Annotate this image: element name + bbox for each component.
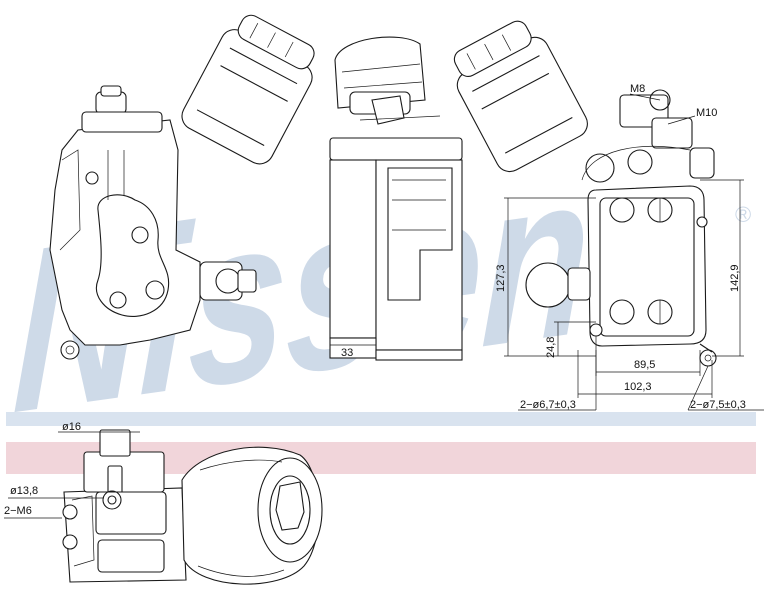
- view-side-center: 33: [329, 36, 463, 361]
- view-bottom: ø16 ø13,8 2−M6: [4, 421, 323, 585]
- dim-thread-m10: M10: [696, 107, 717, 119]
- dim-24-8: 24,8: [545, 337, 557, 358]
- dim-hole-small: 2−ø6,7±0,3: [520, 399, 576, 411]
- view-front-left: [49, 14, 315, 360]
- dim-102-3: 102,3: [624, 381, 652, 393]
- watermark-registered-symbol: ®: [735, 202, 751, 227]
- dim-127-3: 127,3: [495, 264, 507, 292]
- blue-band: [6, 412, 756, 426]
- dim-dia-13-8: ø13,8: [10, 485, 38, 497]
- dim-142-9: 142,9: [729, 264, 741, 292]
- dim-33: 33: [341, 347, 353, 359]
- dim-hole-large: 2−ø7,5±0,3: [690, 399, 746, 411]
- dim-dia-16: ø16: [62, 421, 81, 433]
- dim-thread-m8: M8: [630, 83, 645, 95]
- dim-89-5: 89,5: [634, 359, 655, 371]
- dim-thread-2m6: 2−M6: [4, 505, 32, 517]
- view-back-right: 127,3 24,8 142,9 89,5 102,3 2−ø6,7±0,3 2…: [453, 20, 764, 411]
